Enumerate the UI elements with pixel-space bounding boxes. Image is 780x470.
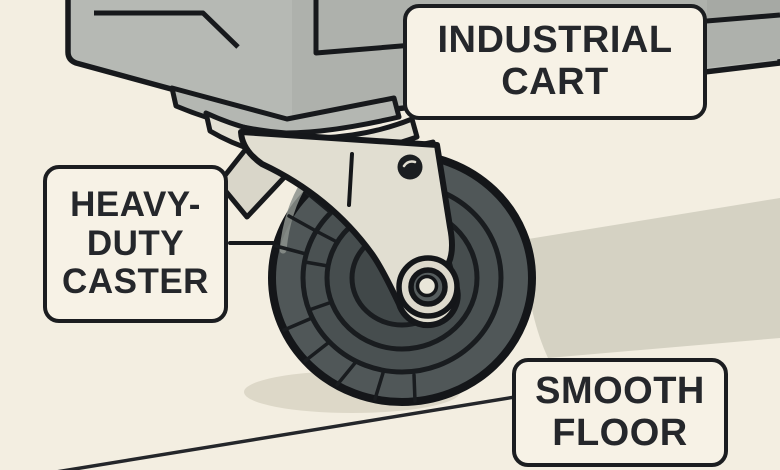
fork-bolt [397, 154, 423, 180]
floor-line [57, 386, 572, 470]
label-line: CART [501, 61, 609, 103]
label-line: SMOOTH [535, 369, 705, 412]
caster-fork [238, 129, 461, 329]
floor-shadow-band [522, 198, 780, 358]
label-line: CASTER [62, 262, 209, 302]
label-line: INDUSTRIAL [437, 19, 673, 62]
label-industrial-cart: INDUSTRIAL CART [403, 4, 707, 120]
label-line: HEAVY- [70, 185, 201, 225]
label-line: FLOOR [552, 411, 688, 454]
label-smooth-floor: SMOOTH FLOOR [512, 358, 728, 467]
axle-bolt [396, 255, 460, 319]
label-line: DUTY [86, 223, 185, 263]
label-heavy-duty-caster: HEAVY- DUTY CASTER [43, 165, 228, 323]
